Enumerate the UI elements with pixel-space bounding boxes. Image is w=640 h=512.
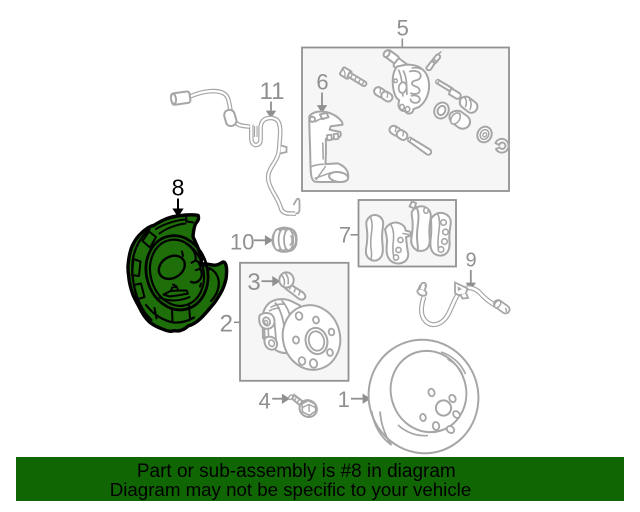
svg-text:8: 8 <box>172 175 185 201</box>
svg-text:Diagram may not be specific to: Diagram may not be specific to your vehi… <box>110 479 471 500</box>
svg-text:9: 9 <box>465 249 476 271</box>
svg-text:5: 5 <box>397 15 409 40</box>
svg-text:Part or sub-assembly is #8 in: Part or sub-assembly is #8 in diagram <box>137 461 456 482</box>
svg-text:3: 3 <box>247 269 260 296</box>
svg-text:2: 2 <box>220 311 233 338</box>
svg-text:7: 7 <box>339 223 351 248</box>
svg-text:6: 6 <box>316 70 328 95</box>
svg-text:10: 10 <box>230 229 254 254</box>
svg-text:1: 1 <box>338 387 350 412</box>
svg-text:11: 11 <box>260 78 285 105</box>
svg-text:4: 4 <box>258 389 270 414</box>
